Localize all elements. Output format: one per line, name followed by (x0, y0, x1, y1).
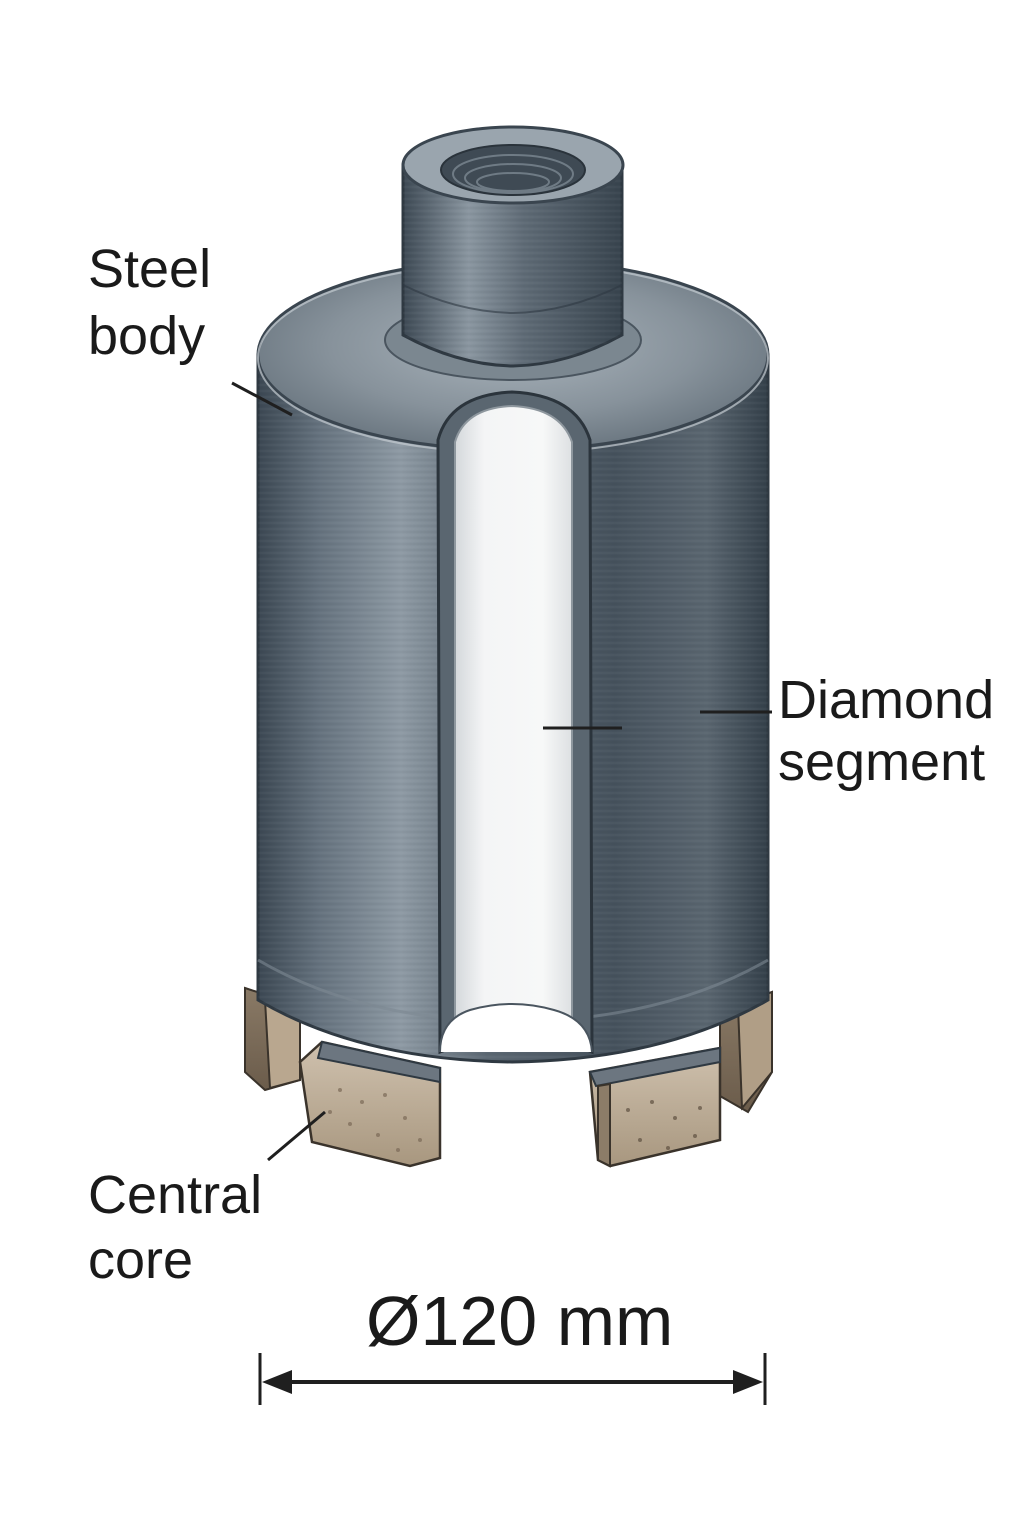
dimension-arrow-left-icon (262, 1370, 292, 1394)
central-core-label-line1: Central (88, 1165, 262, 1225)
steel-body-label-line1: Steel (88, 239, 211, 299)
diamond-segment-label-line1: Diamond (778, 670, 994, 730)
diameter-label: Ø120 mm (366, 1282, 673, 1360)
diamond-segment-label-line2: segment (778, 732, 985, 792)
label-diamond-segment: Diamond segment (543, 670, 994, 792)
diamond-segment-front-right (588, 1046, 722, 1168)
diamond-segment-front-left (298, 1040, 442, 1168)
diameter-dimension: Ø120 mm (258, 1282, 767, 1405)
dimension-arrow-right-icon (733, 1370, 763, 1394)
cutaway-window (436, 390, 594, 1055)
central-core-label-line2: core (88, 1230, 193, 1290)
central-core-leader-line (267, 1110, 326, 1162)
label-central-core: Central core (88, 1110, 326, 1290)
steel-body-label-line2: body (88, 306, 205, 366)
threaded-connector (401, 125, 625, 368)
steel-body-leader-line (231, 381, 293, 417)
label-steel-body: Steel body (88, 239, 293, 417)
diamond-segment-right (719, 990, 773, 1114)
